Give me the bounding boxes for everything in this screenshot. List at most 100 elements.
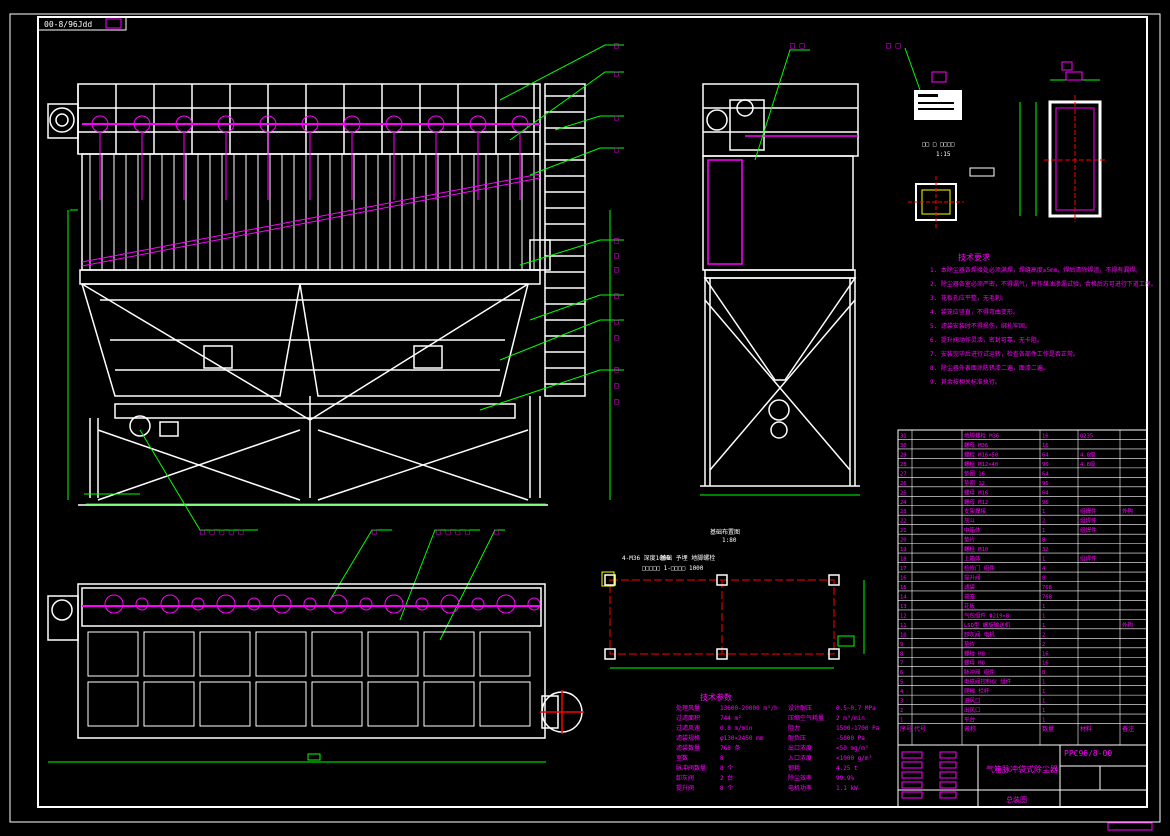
parts-cell: 64 [1042, 452, 1049, 458]
parts-cell: 灰斗 [964, 517, 976, 525]
parts-cell: 螺栓 M8 [964, 649, 985, 657]
corner-stamp [1107, 822, 1153, 831]
parts-cell: 16 [1042, 433, 1049, 439]
tech-req-line: 5. 滤袋安装时不得损伤，绑扎牢固。 [930, 322, 1031, 330]
svg-text:□: □ [614, 381, 619, 390]
svg-text:□: □ [494, 527, 499, 536]
plan-valves [104, 594, 541, 614]
svg-text:□: □ [372, 527, 377, 536]
drawing-footer: 总装图 [1006, 795, 1027, 804]
tech-param-value: 13600-20000 m³/h [720, 705, 778, 712]
side-elevation [700, 83, 860, 487]
tech-param-key: 压缩空气耗量 [788, 714, 824, 722]
parts-cell: 17 [900, 566, 907, 572]
tech-param-value: φ130×2450 mm [720, 735, 764, 742]
svg-text:□: □ [614, 333, 619, 342]
tech-req-line: 9. 其余按相关标准执行。 [930, 378, 1001, 386]
svg-text:□: □ [614, 145, 619, 154]
tech-params-title: 技术参数 [700, 692, 732, 702]
parts-cell: 1 [1042, 699, 1045, 705]
svg-text:□□ □ □□□□: □□ □ □□□□ [922, 141, 955, 148]
tech-param-value: -5000 Pa [836, 735, 865, 742]
svg-text:□: □ [614, 291, 619, 300]
parts-cell: 1 [1042, 708, 1045, 714]
parts-cell: 中箱体 [964, 526, 981, 534]
parts-cell: 2 [1042, 642, 1045, 648]
parts-cell: 13 [900, 604, 907, 610]
parts-cell: 出风口 [964, 706, 981, 714]
parts-cell: 14 [900, 594, 907, 600]
tech-req-line: 8. 除尘器外表面涂防锈漆二遍，面漆二遍。 [930, 364, 1049, 372]
parts-cell: 32 [1042, 547, 1049, 553]
parts-cell: 64 [1042, 471, 1049, 477]
parts-cell: 组焊件 [1080, 526, 1097, 534]
tech-param-key: 入口浓度 [788, 754, 812, 762]
parts-cell: 8 [900, 651, 903, 657]
svg-text:□□□□□ 1-□□□□ 1000: □□□□□ 1-□□□□ 1000 [642, 565, 704, 572]
parts-cell: 螺栓 M10 [964, 545, 988, 553]
svg-text:□: □ [614, 397, 619, 406]
parts-cell: 4 [900, 689, 904, 695]
tech-param-key: 过滤面积 [676, 714, 700, 722]
tech-req-line: 7. 安装完毕后进行试运转，检查各部件工作是否正常。 [930, 350, 1079, 358]
svg-text:□ □: □ □ [790, 41, 805, 50]
parts-cell: 地脚螺栓 M36 [964, 431, 999, 439]
parts-cell: 8 [1042, 538, 1045, 544]
svg-text:□: □ [614, 236, 619, 245]
parts-cell: Q235 [1080, 433, 1093, 439]
tech-req-line: 4. 袋笼应竖直，不得弯曲变形。 [930, 308, 1019, 316]
tech-param-key: 钢耗 [788, 764, 800, 772]
tech-param-key: 过滤风速 [676, 724, 700, 732]
parts-cell: 9 [900, 642, 903, 648]
parts-cell: 4 [1042, 566, 1046, 572]
parts-cell: 滤袋 [964, 583, 976, 591]
parts-header: 序号 [900, 725, 912, 733]
tech-param-value: 2 m³/min [836, 715, 865, 722]
parts-cell: 螺母 M8 [964, 659, 985, 667]
tech-param-value: 768 条 [720, 744, 740, 752]
hole-layout-scale: 1:80 [722, 537, 737, 544]
parts-header: 备注 [1122, 725, 1134, 733]
parts-cell: 螺母 M12 [964, 498, 988, 506]
tech-param-key: 除尘效率 [788, 774, 812, 782]
tech-param-value: 4.25 t [836, 765, 858, 772]
tech-param-key: 耐负压 [788, 734, 806, 742]
front-dimensions [67, 209, 611, 505]
parts-cell: 脉冲阀 组件 [964, 668, 995, 676]
parts-cell: 1 [1042, 689, 1045, 695]
parts-cell: 7 [900, 661, 903, 667]
parts-cell: 1 [1042, 509, 1045, 515]
parts-cell: 1 [1042, 604, 1045, 610]
hole-layout-title: 基础布置图 [710, 528, 740, 536]
svg-text:□: □ [614, 265, 619, 274]
parts-cell: 垫圈 16 [964, 469, 985, 477]
parts-cell: 上箱体 [964, 555, 981, 563]
svg-text:□: □ [614, 69, 619, 78]
parts-cell: 组焊件 [1080, 555, 1097, 563]
parts-cell: 4.8级 [1080, 460, 1096, 468]
parts-cell: 垫圈 12 [964, 479, 985, 487]
parts-cell: 爬梯 栏杆 [964, 687, 990, 695]
small-hole-detail: □□ □ □□□□ 1:15 [908, 141, 995, 228]
parts-cell: 垫片 [964, 640, 975, 648]
parts-cell: 袋笼 [964, 592, 976, 600]
parts-cell: 2 [900, 708, 903, 714]
parts-cell: 29 [900, 452, 907, 458]
parts-cell: 20 [900, 538, 907, 544]
side-magenta [707, 135, 858, 265]
tech-param-key: 处理风量 [676, 704, 700, 712]
parts-cell: 螺栓 M12×40 [964, 460, 998, 468]
parts-cell: 21 [900, 528, 907, 534]
drawing-number: PPC96/8-00 [1064, 749, 1112, 758]
parts-cell: 16 [900, 576, 907, 582]
parts-cell: 22 [900, 519, 907, 525]
tech-param-key: 滤袋规格 [676, 734, 700, 742]
tech-req-line: 3. 花板孔应平整，无毛刺。 [930, 294, 1007, 302]
parts-cell: 18 [900, 557, 907, 563]
balloon-labels: □□ □□ □□ □□ □□ □□ □ □ □ □ □ □ □ □ □ □ □ … [200, 41, 619, 536]
tech-param-value: <50 mg/m³ [836, 745, 869, 752]
parts-cell: 组焊件 [1080, 517, 1097, 525]
svg-text:□: □ [614, 317, 619, 326]
drawing-number-box [37, 16, 127, 31]
tech-param-value: 0.8 m/min [720, 725, 753, 732]
